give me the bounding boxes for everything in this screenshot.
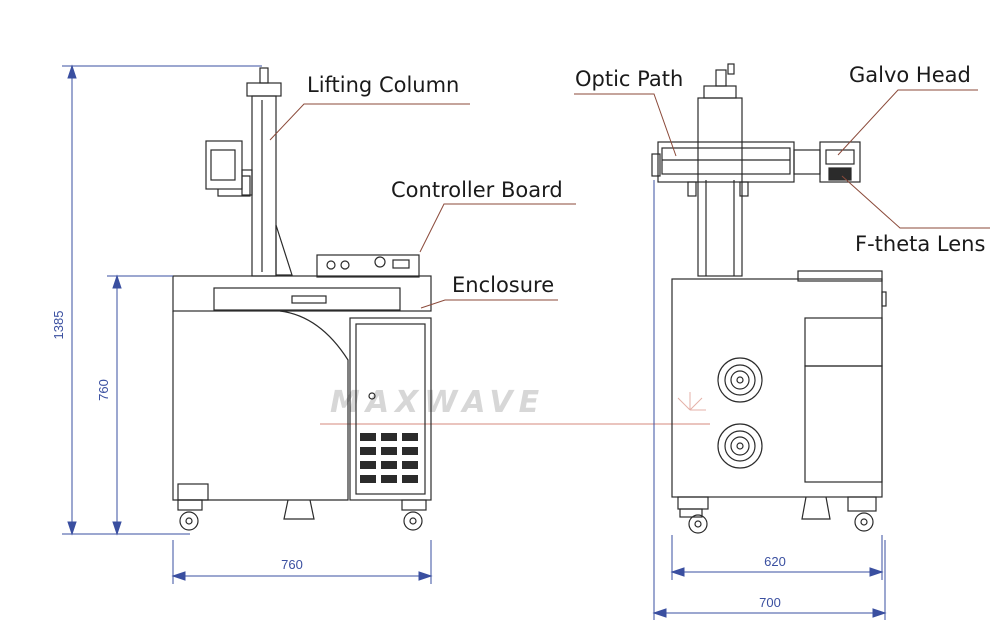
front-left-caster-icon: [177, 499, 203, 531]
leader-lifting-column: [269, 103, 470, 141]
front-vent-grille: [360, 433, 418, 483]
leader-enclosure: [420, 299, 558, 309]
leader-galvo-head: [837, 89, 978, 156]
front-tabletop: [172, 275, 432, 312]
door-lock-icon: [368, 392, 376, 400]
fan-icon-lower: [717, 423, 763, 469]
side-left-caster-icon: [679, 508, 708, 534]
side-enclosure-body: [671, 278, 883, 498]
dim-front-width: 760: [281, 557, 303, 572]
side-right-caster-icon: [847, 496, 877, 532]
leader-optic-path: [574, 93, 677, 157]
front-enclosure-body: [172, 310, 349, 501]
front-dimensions: [62, 64, 433, 584]
front-drawer-handle: [291, 295, 327, 304]
leader-controller-board: [419, 203, 576, 253]
front-right-caster-icon: [401, 499, 427, 531]
label-lifting-column: Lifting Column: [307, 73, 459, 97]
watermark-spark-icon: [677, 392, 706, 411]
front-galvo-head: [205, 140, 243, 190]
front-cabinet-door: [349, 317, 432, 501]
label-optic-path: Optic Path: [575, 67, 683, 91]
leader-f-theta-lens: [841, 175, 990, 229]
column-cap: [246, 82, 282, 97]
side-dimensions: [652, 180, 887, 620]
label-enclosure: Enclosure: [452, 273, 554, 297]
leader-lines: [269, 89, 990, 309]
side-panel-lower: [804, 365, 883, 483]
fan-icon-upper: [717, 357, 763, 403]
side-galvo-head: [819, 141, 861, 183]
dim-side-outer-width: 700: [759, 595, 781, 610]
lifting-column: [251, 95, 277, 277]
watermark: MAXWAVE: [320, 385, 710, 425]
dim-total-height: 1385: [51, 311, 66, 340]
f-theta-lens: [828, 167, 852, 181]
label-controller-board: Controller Board: [391, 178, 563, 202]
column-knob: [259, 67, 269, 84]
front-controller-board: [316, 254, 420, 278]
dim-side-inner-width: 620: [764, 554, 786, 569]
label-galvo-head: Galvo Head: [849, 63, 971, 87]
watermark-text: MAXWAVE: [330, 385, 545, 420]
side-panel-upper: [804, 317, 883, 367]
side-lifting-column: [697, 97, 743, 277]
front-view: [172, 67, 432, 531]
label-f-theta-lens: F-theta Lens: [855, 232, 985, 256]
dim-cabinet-height: 760: [96, 379, 111, 401]
side-view: [651, 63, 887, 534]
